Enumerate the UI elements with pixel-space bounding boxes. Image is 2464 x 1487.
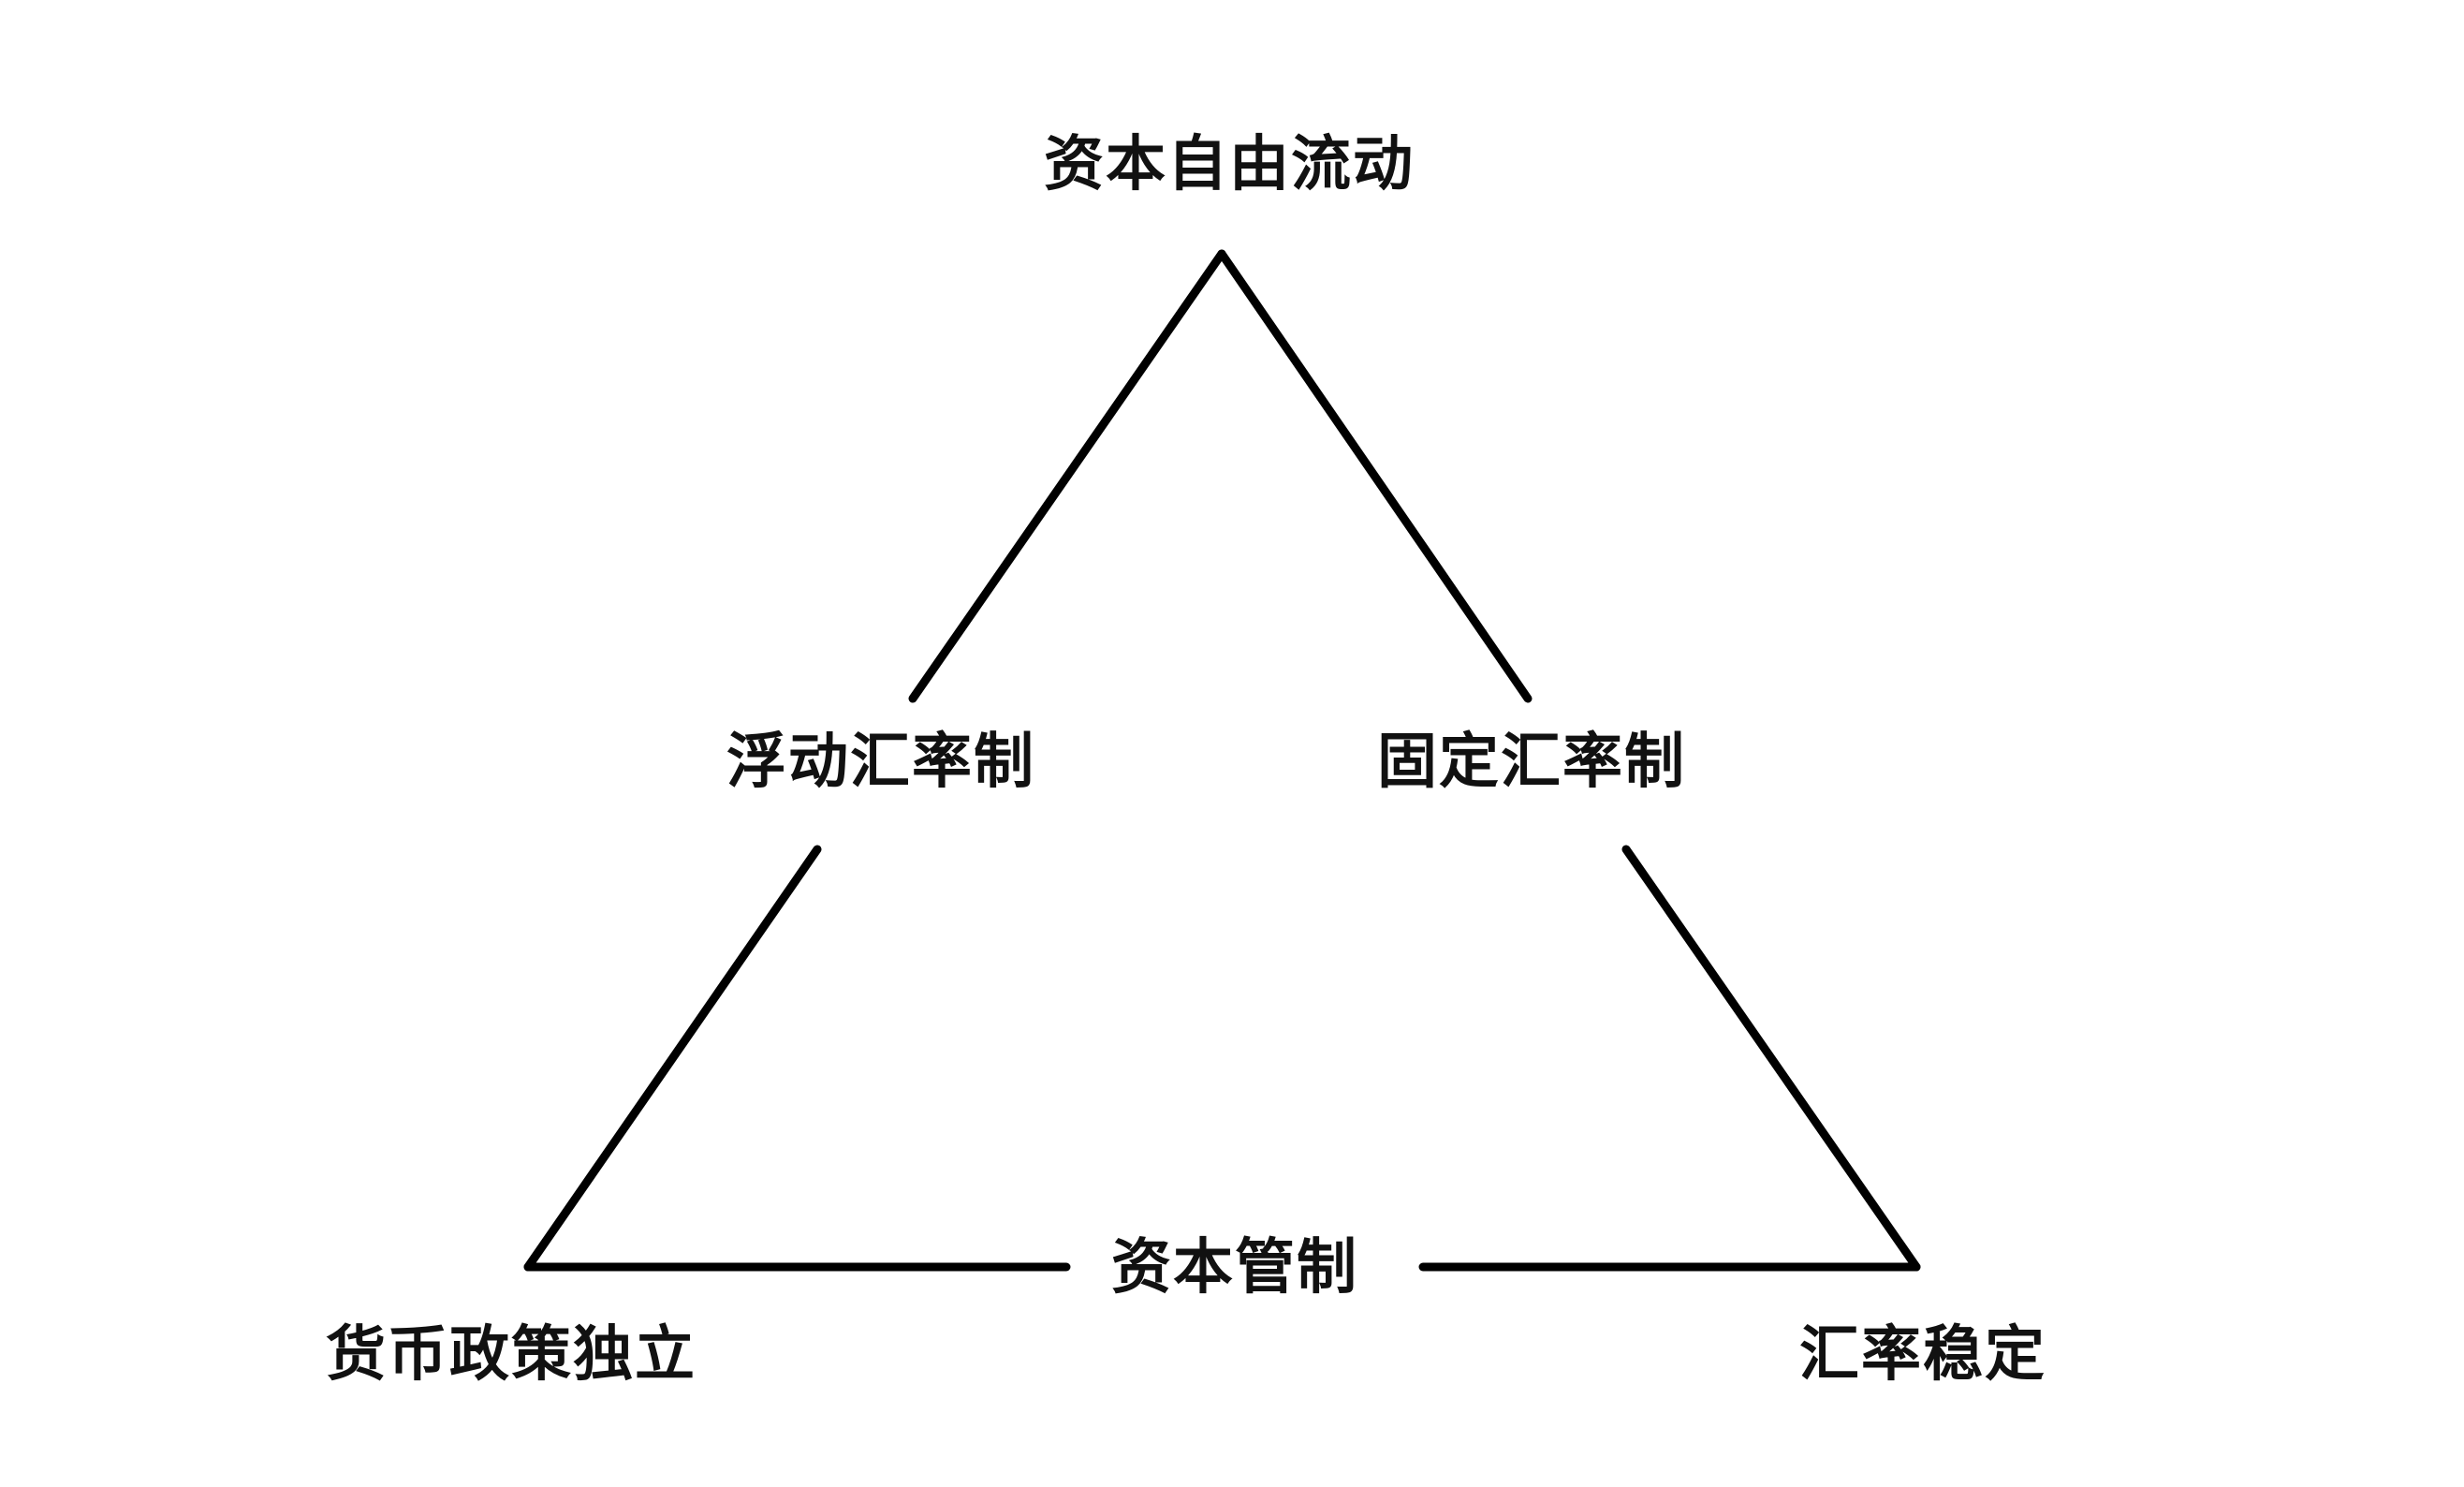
edge-left-upper bbox=[908, 249, 1226, 703]
edge-left-lower bbox=[523, 845, 822, 1272]
edge-left-label: 浮动汇率制 bbox=[726, 728, 1035, 797]
node-bottom-right-label: 汇率稳定 bbox=[1799, 1320, 2046, 1390]
node-bottom-left-label: 货币政策独立 bbox=[326, 1320, 697, 1390]
edge-right-lower bbox=[1621, 845, 1921, 1272]
edge-bottom-label: 资本管制 bbox=[1111, 1233, 1358, 1303]
edge-right-upper bbox=[1217, 249, 1533, 703]
node-top-label: 资本自由流动 bbox=[1044, 130, 1415, 199]
edge-right-label: 固定汇率制 bbox=[1377, 728, 1686, 797]
